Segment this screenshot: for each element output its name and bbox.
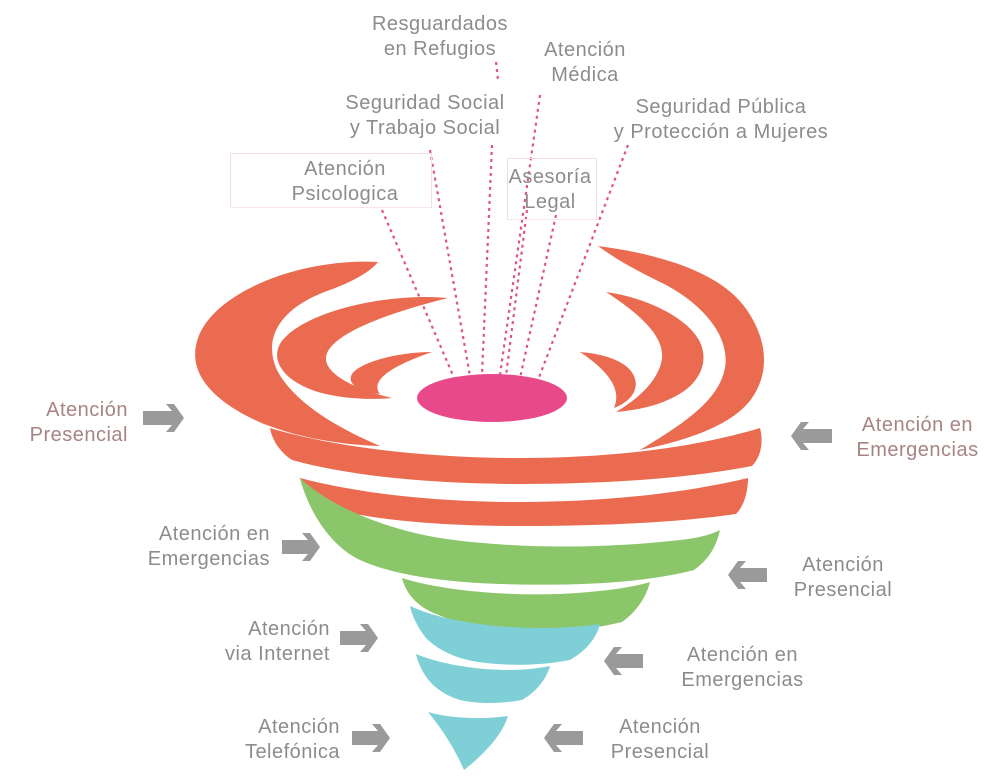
- label-legal: Asesoría Legal: [508, 166, 592, 213]
- green-bands: [300, 478, 720, 631]
- swirl-arm-right-small: [580, 352, 636, 408]
- label-right-red: Atención en Emergencias: [856, 414, 979, 461]
- label-left-red: Atención Presencial: [29, 399, 128, 446]
- label-seguridad-social: Seguridad Social y Trabajo Social: [345, 92, 505, 139]
- arrow-right-icon: [282, 533, 320, 561]
- green-band-1: [300, 478, 720, 585]
- label-right-cyan-2: Atención Presencial: [610, 716, 710, 763]
- line-seguridad-social-1: [428, 149, 472, 377]
- swirl-arm-right-inner: [606, 292, 704, 412]
- label-seguridad-publica: Seguridad Pública y Protección a Mujeres: [613, 96, 829, 143]
- swirl-arm-left-inner: [277, 296, 448, 399]
- line-seguridad-social-2: [480, 144, 494, 376]
- swirl-arm-left-small: [350, 352, 432, 394]
- swirl-arm-left-outer: [195, 261, 380, 446]
- label-right-cyan-1: Atención en Emergencias: [681, 644, 804, 691]
- cyan-tip: [428, 712, 508, 770]
- label-right-green: Atención Presencial: [793, 554, 893, 601]
- label-refugios: Resguardados en Refugios: [371, 13, 509, 60]
- cyan-band-2: [416, 654, 550, 703]
- service-lines: [380, 61, 630, 381]
- line-medica: [498, 94, 542, 376]
- input-arrows: [143, 404, 832, 752]
- legal-box: [507, 158, 597, 220]
- arrow-left-icon: [544, 724, 583, 752]
- arrow-left-icon: [604, 647, 643, 675]
- psicologica-box: [230, 153, 432, 208]
- arrow-right-icon: [143, 404, 184, 432]
- arrow-left-icon: [791, 422, 832, 450]
- arrow-left-icon: [728, 561, 767, 589]
- line-refugios: [494, 61, 500, 81]
- cyan-bands: [410, 606, 600, 770]
- arrow-right-icon: [352, 724, 390, 752]
- label-left-cyan-2: Atención Telefónica: [244, 716, 340, 763]
- label-left-cyan-1: Atención via Internet: [225, 618, 330, 665]
- cyan-band-1: [410, 606, 600, 665]
- swirl-band-red-2: [300, 478, 748, 526]
- label-medica: Atención Médica: [544, 39, 626, 86]
- red-swirl-top: [195, 246, 764, 526]
- green-band-2: [402, 578, 650, 631]
- swirl-arm-right-outer: [598, 246, 764, 450]
- label-left-green: Atención en Emergencias: [147, 523, 270, 570]
- line-psicologica: [380, 209, 457, 381]
- swirl-band-red-1: [270, 428, 762, 484]
- label-psicologica: Atención Psicologica: [291, 158, 399, 205]
- line-legal-2: [518, 214, 558, 379]
- core-ellipse: [417, 374, 567, 422]
- arrow-right-icon: [340, 624, 378, 652]
- line-legal-1: [504, 209, 529, 377]
